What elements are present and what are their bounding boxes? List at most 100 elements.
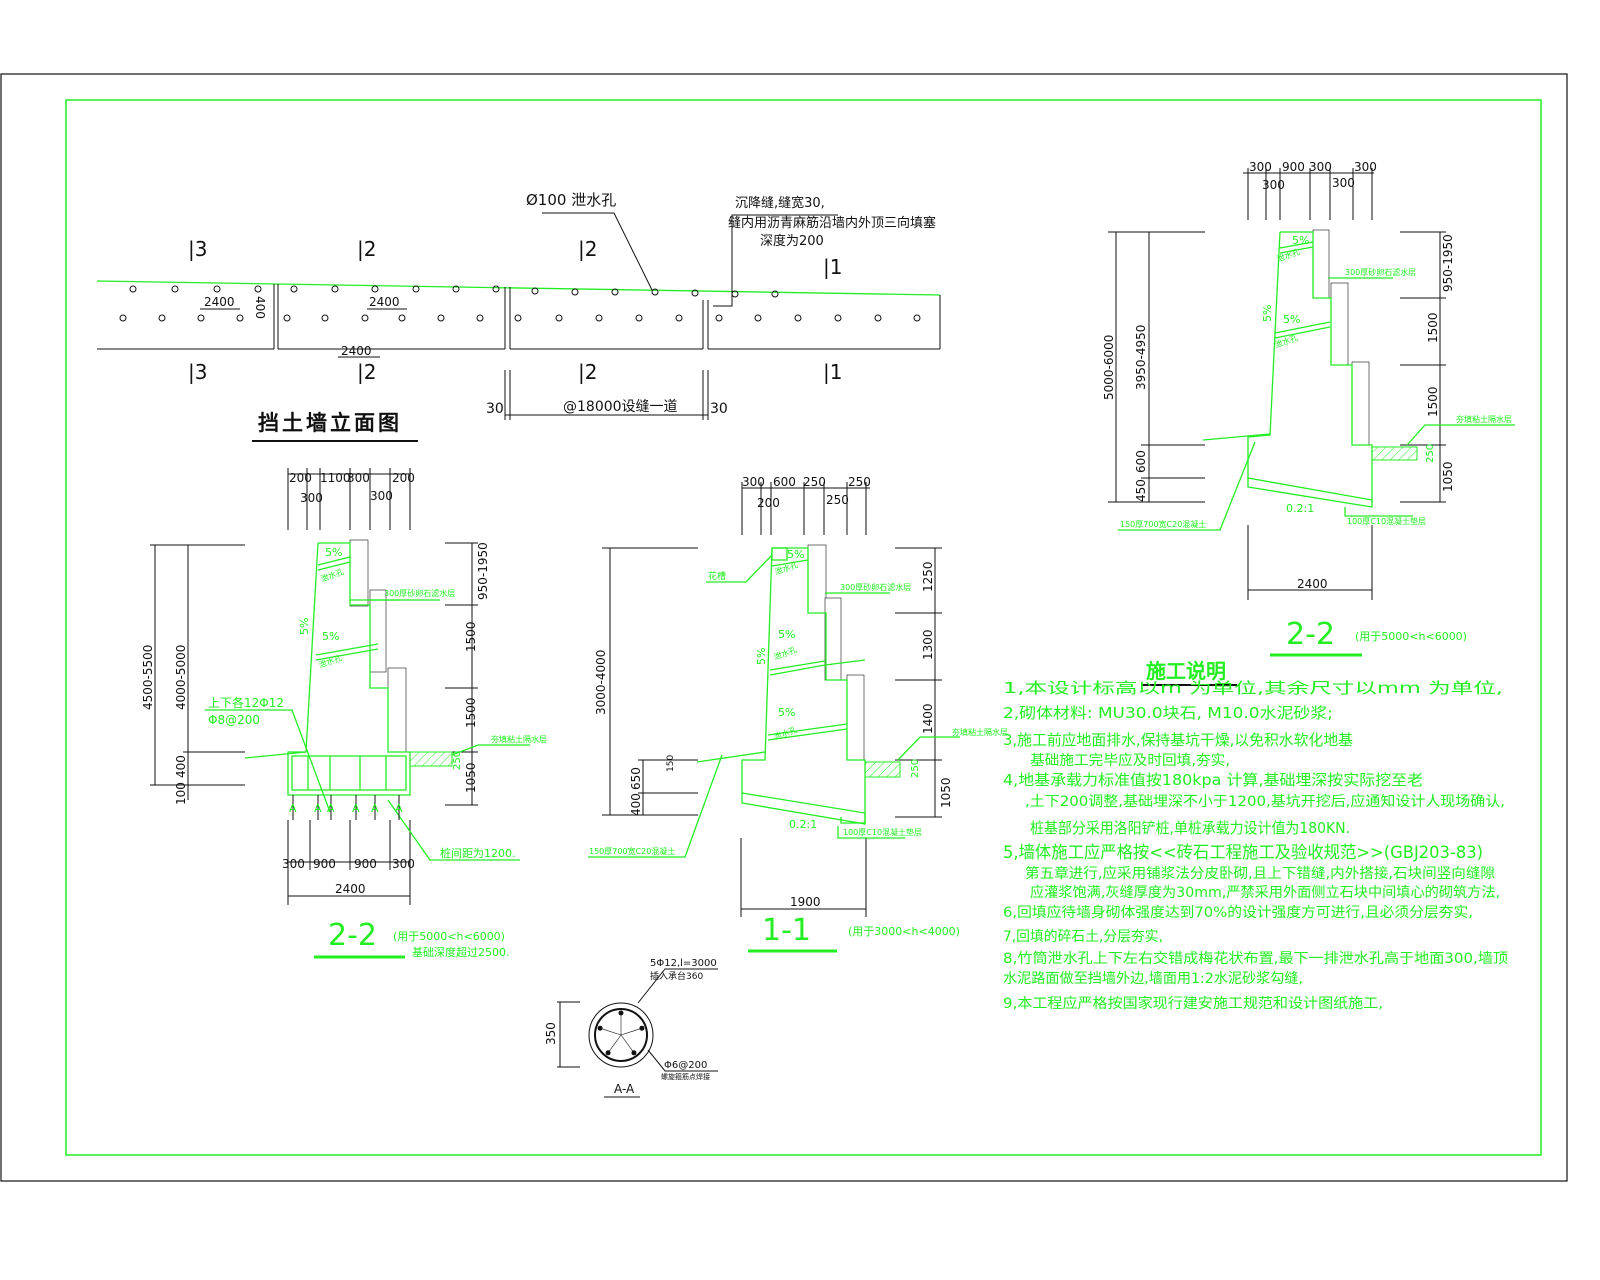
dim-text: 2400 — [341, 344, 372, 358]
dim-text: 1050 — [1441, 461, 1455, 492]
slope-label: 5% — [778, 628, 795, 641]
dim-text: 300 — [1332, 176, 1355, 190]
slope-label: 5% — [755, 648, 768, 665]
section-mark-2b-bottom: |2 — [578, 360, 597, 384]
drain-pipe-label: 泄水孔 — [772, 644, 798, 662]
rebar-line — [620, 1027, 643, 1036]
dim-text: 950-1950 — [476, 542, 490, 600]
dim-text: 2400 — [335, 882, 366, 896]
rebar-dot-icon — [597, 1025, 603, 1031]
drain-hole-icon — [361, 314, 369, 322]
note-line: 9,本工程应严格按国家现行建安施工规范和设计图纸施工, — [1003, 995, 1383, 1012]
dim-text: 900 — [1282, 160, 1305, 174]
dim-text: 30 — [486, 401, 504, 417]
pile-section-mark: A — [371, 802, 379, 815]
rebar-dot-icon — [639, 1025, 645, 1031]
dim-text: 300 — [370, 489, 393, 503]
drain-hole-icon — [555, 314, 563, 322]
dim-text: 600 — [773, 475, 796, 489]
drain-holes — [119, 285, 921, 322]
rebar-label: 上下各12Φ12 — [208, 695, 284, 710]
dim-text: 300 — [1309, 160, 1332, 174]
drain-hole-icon — [675, 314, 683, 322]
drain-pipe-label: 泄水孔 — [772, 724, 798, 742]
dim-text: 1050 — [939, 777, 953, 808]
section-mark-3-bottom: |3 — [188, 360, 207, 384]
dim-text: 300 — [1354, 160, 1377, 174]
dim-text: 1300 — [921, 629, 935, 660]
pile-section-mark: A — [395, 802, 403, 815]
clay-layer-label: 夯填粘土隔水层 — [491, 734, 547, 744]
slope-label: 5% — [322, 630, 339, 643]
dim-text: 1900 — [790, 895, 821, 909]
section-caption-note: (用于3000<h<4000) — [848, 925, 960, 938]
drain-hole-icon — [452, 285, 460, 293]
dim-text: 300 — [347, 471, 370, 485]
drain-hole-icon — [715, 314, 723, 322]
rebar-label: Φ8@200 — [208, 713, 260, 727]
elevation-title: 挡土墙立面图 — [258, 411, 402, 435]
detail-caption: A-A — [614, 1082, 635, 1096]
dim-text: 200 — [289, 471, 312, 485]
drawing-frame — [65, 99, 1542, 1156]
filter-layer-label: 300厚砂卵石滤水层 — [1345, 267, 1416, 277]
section-mid-1-1: 300 600 250 250 200 250 3000-4000 650 40… — [588, 475, 1008, 953]
clay-layer-label: 夯填粘土隔水层 — [952, 727, 1008, 737]
dim-text: 600 — [1134, 450, 1148, 473]
rebar-dot-icon — [618, 1010, 624, 1016]
section-right-2-2: 300 900 300 300 300 300 5000-6000 3950-4… — [1102, 160, 1515, 657]
note-line: ,土下200调整,基础埋深不小于1200,基坑开挖后,应通知设计人现场确认, — [1025, 793, 1505, 810]
drain-pipe-label: 泄水孔 — [1273, 332, 1299, 350]
dim-text: 300 — [1249, 160, 1272, 174]
dim-text: @18000设缝一道 — [563, 399, 678, 415]
drain-hole-icon — [171, 285, 179, 293]
dim-text: 300 — [1262, 178, 1285, 192]
drain-hole-icon — [834, 314, 842, 322]
drain-hole-icon — [213, 285, 221, 293]
drain-hole-icon — [913, 314, 921, 322]
pile-section-mark: A — [289, 802, 297, 815]
slab-label: 150厚700宽C20混凝土 — [589, 846, 675, 856]
rebar-note: 插入承台360 — [650, 970, 703, 982]
note-line: 1,本设计标高以m 为单位,其余尺寸以mm 为单位, — [1003, 679, 1503, 697]
section-mark-2b-top: |2 — [578, 237, 597, 261]
section-caption-id: 1-1 — [762, 913, 811, 948]
drain-hole-icon — [197, 314, 205, 322]
outer-border — [0, 73, 1568, 1182]
drain-hole-icon — [437, 314, 445, 322]
section-mark-1-bottom: |1 — [823, 360, 842, 384]
dim-text: 650 — [629, 767, 643, 790]
dim-text: 4500-5500 — [141, 645, 155, 710]
drain-hole-icon — [635, 314, 643, 322]
pile-section-mark: A — [352, 802, 360, 815]
joint-note-line: 缝内用沥青麻筋沿墙内外顶三向填塞 — [728, 215, 936, 231]
dim-text: 3000-4000 — [594, 650, 608, 715]
pile-spacing-label: 桩间距为1200. — [440, 846, 516, 860]
section-mark-3-top: |3 — [188, 237, 207, 261]
filter-layer-label: 300厚砂卵石滤水层 — [840, 582, 911, 592]
rebar-line — [620, 1034, 635, 1053]
slope-label: 5% — [787, 548, 804, 561]
drain-hole-icon — [331, 285, 339, 293]
drain-hole-icon — [651, 288, 659, 296]
dim-text: 900 — [354, 857, 377, 871]
joint-note-line: 沉降缝,缝宽30, — [735, 195, 825, 211]
expansion-joints — [273, 284, 709, 420]
note-line: 7,回填的碎石土,分层夯实, — [1003, 929, 1163, 945]
note-line: 水泥路面做至挡墙外边,墙面用1:2水泥砂浆勾缝, — [1003, 971, 1303, 987]
dim-text: 250 — [452, 751, 463, 770]
construction-notes: 施工说明 1,本设计标高以m 为单位,其余尺寸以mm 为单位,2,砌体材料: M… — [1003, 659, 1508, 1012]
dim-text: 200 — [757, 496, 780, 510]
drain-hole-icon — [290, 285, 298, 293]
drain-hole-icon — [874, 314, 882, 322]
dim-text: 1100 — [320, 471, 351, 485]
dim-text: 300 — [282, 857, 305, 871]
drain-hole-icon — [514, 314, 522, 322]
rebar-line — [607, 1034, 622, 1053]
dim-text: 900 — [313, 857, 336, 871]
note-line: 5,墙体施工应严格按<<砖石工程施工及验收规范>>(GBJ203-83) — [1003, 843, 1483, 863]
drain-hole-icon — [771, 290, 779, 298]
slope-label: 5% — [325, 546, 342, 559]
drain-hole-icon — [129, 285, 137, 293]
note-line: 8,竹筒泄水孔上下左右交错成梅花状布置,最下一排泄水孔高于地面300,墙顶 — [1003, 950, 1508, 967]
